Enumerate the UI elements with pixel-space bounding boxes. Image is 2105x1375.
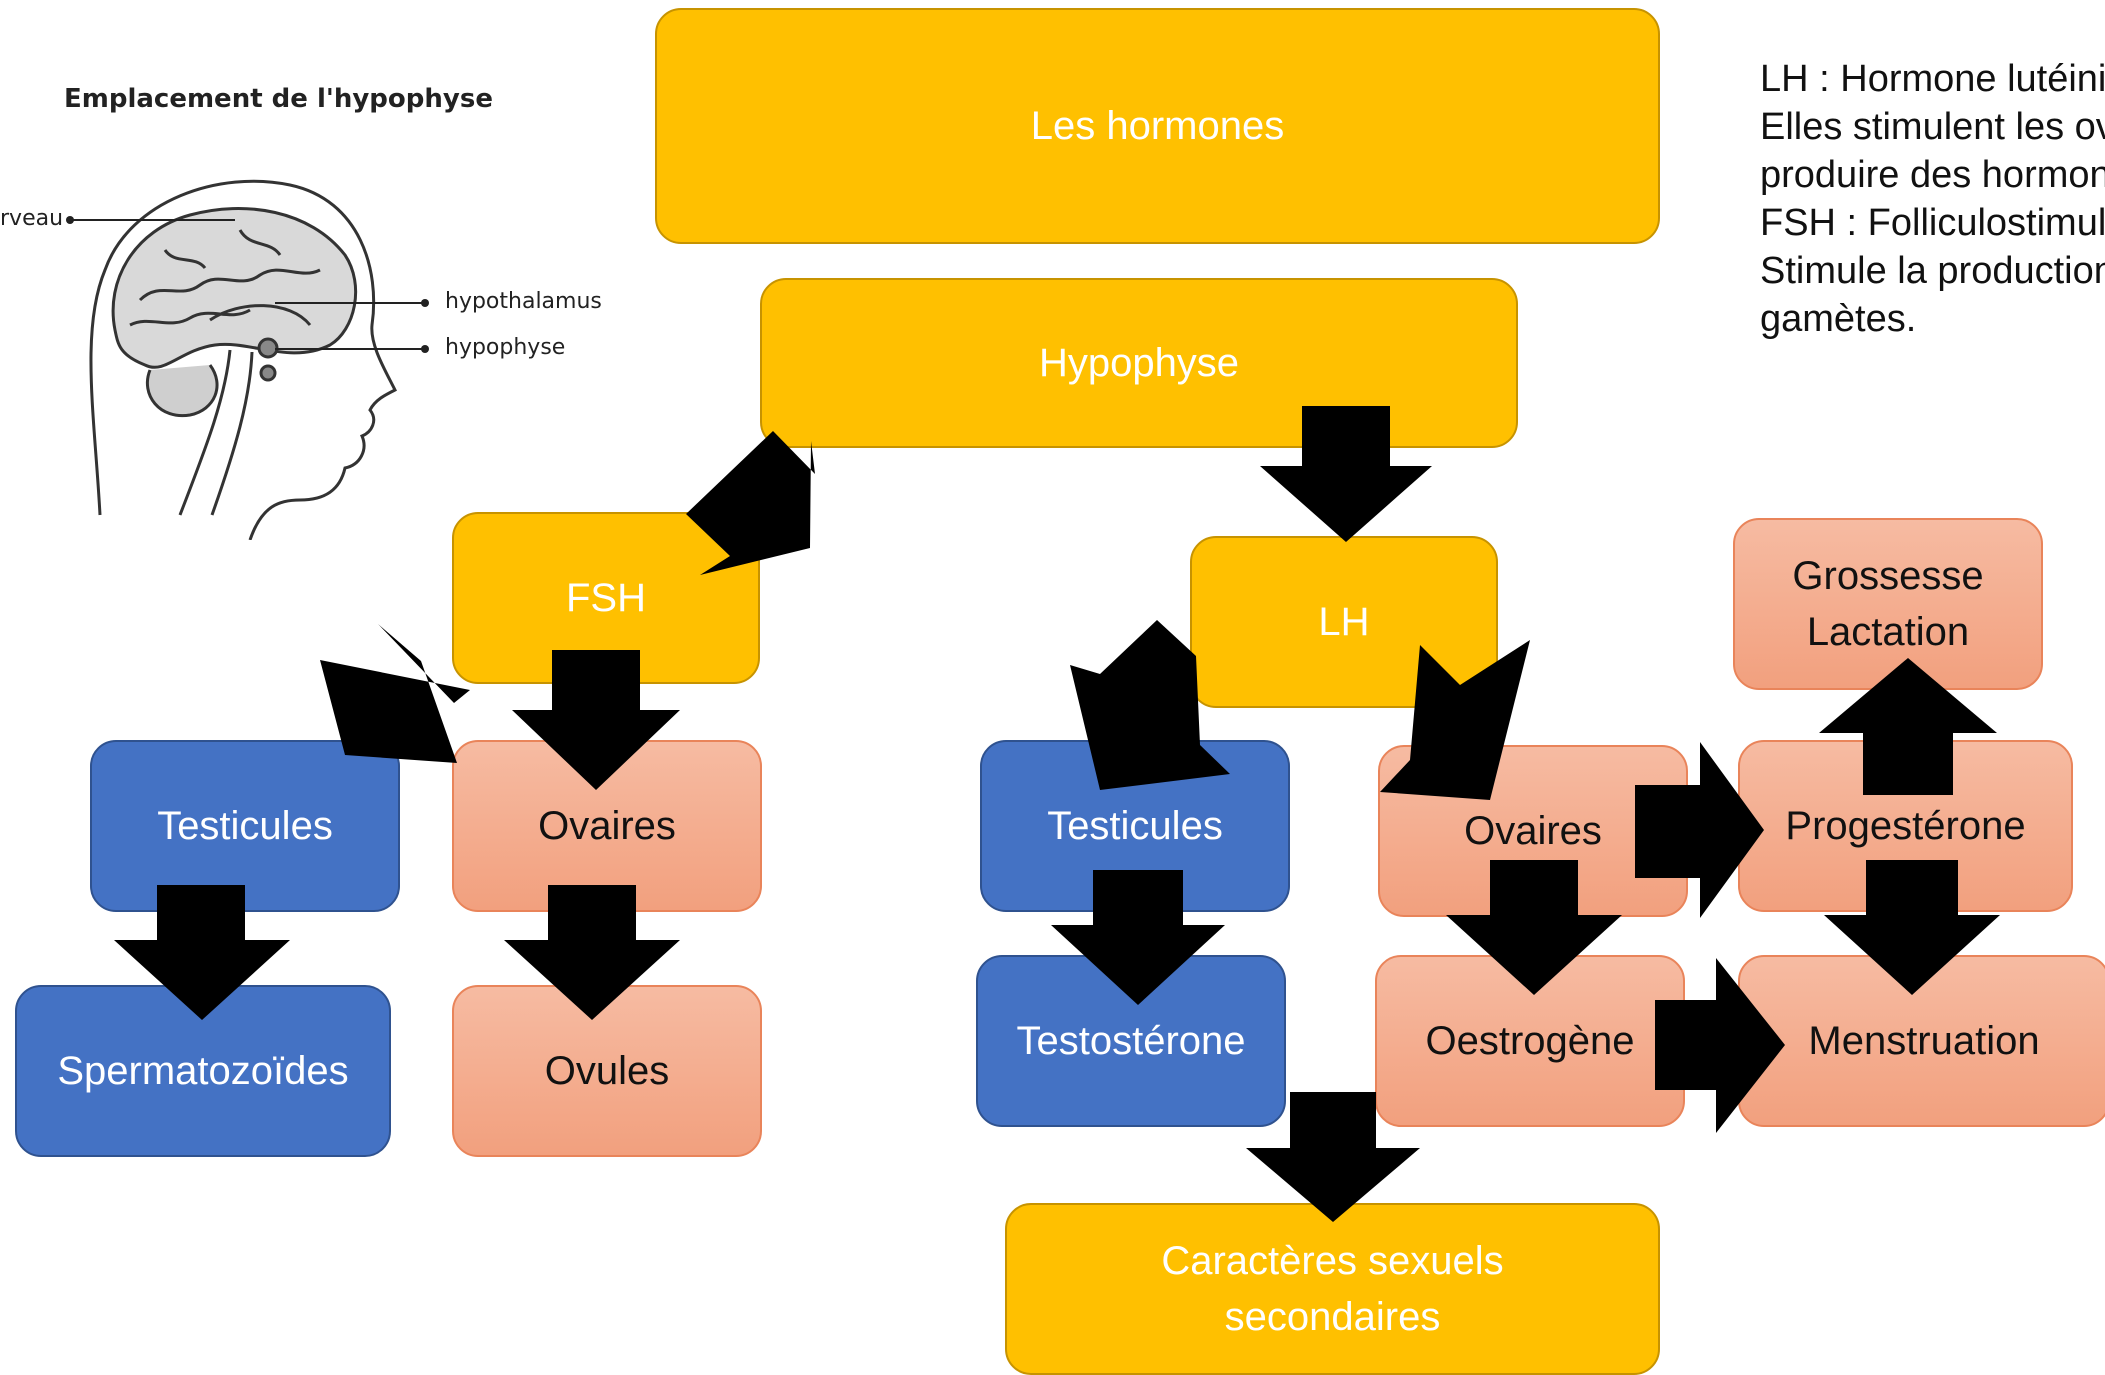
info-line: FSH : Folliculostimulante. bbox=[1760, 202, 2105, 244]
node-testicules-lh: Testicules bbox=[980, 740, 1290, 912]
hormone-definitions: LH : Hormone lutéinisante. Elles stimule… bbox=[1760, 55, 2105, 343]
node-fsh: FSH bbox=[452, 512, 760, 684]
node-ovules: Ovules bbox=[452, 985, 762, 1157]
node-testicules-fsh: Testicules bbox=[90, 740, 400, 912]
node-ovaires-fsh: Ovaires bbox=[452, 740, 762, 912]
node-progesterone: Progestérone bbox=[1738, 740, 2073, 912]
brain-label-cerveau: rveau bbox=[0, 206, 64, 231]
node-lh: LH bbox=[1190, 536, 1498, 708]
node-spermatozoides: Spermatozoïdes bbox=[15, 985, 391, 1157]
node-les-hormones: Les hormones bbox=[655, 8, 1660, 244]
node-grossesse-lactation: Grossesse Lactation bbox=[1733, 518, 2043, 690]
info-line: gamètes. bbox=[1760, 298, 1917, 340]
info-line: produire des hormones. bbox=[1760, 154, 2105, 196]
node-hypophyse: Hypophyse bbox=[760, 278, 1518, 448]
info-line: LH : Hormone lutéinisante. bbox=[1760, 58, 2105, 100]
node-caracteres-sexuels-secondaires: Caractères sexuels secondaires bbox=[1005, 1203, 1660, 1375]
node-ovaires-lh: Ovaires bbox=[1378, 745, 1688, 917]
node-menstruation: Menstruation bbox=[1738, 955, 2105, 1127]
node-oestrogene: Oestrogène bbox=[1375, 955, 1685, 1127]
brain-illustration bbox=[66, 179, 429, 540]
node-testosterone: Testostérone bbox=[976, 955, 1286, 1127]
info-line: Elles stimulent les ovaires à bbox=[1760, 106, 2105, 148]
brain-label-hypophyse: hypophyse bbox=[445, 335, 566, 360]
brain-label-hypothalamus: hypothalamus bbox=[445, 289, 602, 314]
info-line: Stimule la production des bbox=[1760, 250, 2105, 292]
brain-figure-title: Emplacement de l'hypophyse bbox=[64, 84, 493, 114]
